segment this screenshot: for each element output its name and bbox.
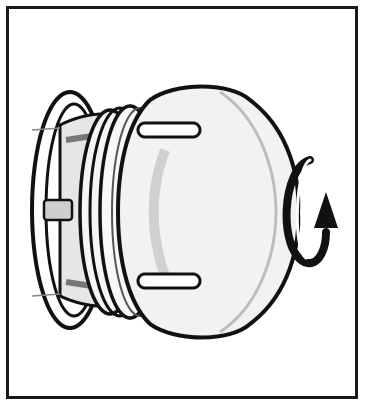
grip-rib-bottom <box>138 274 200 288</box>
grip-rib-top <box>138 123 200 137</box>
cap-body <box>118 87 298 338</box>
